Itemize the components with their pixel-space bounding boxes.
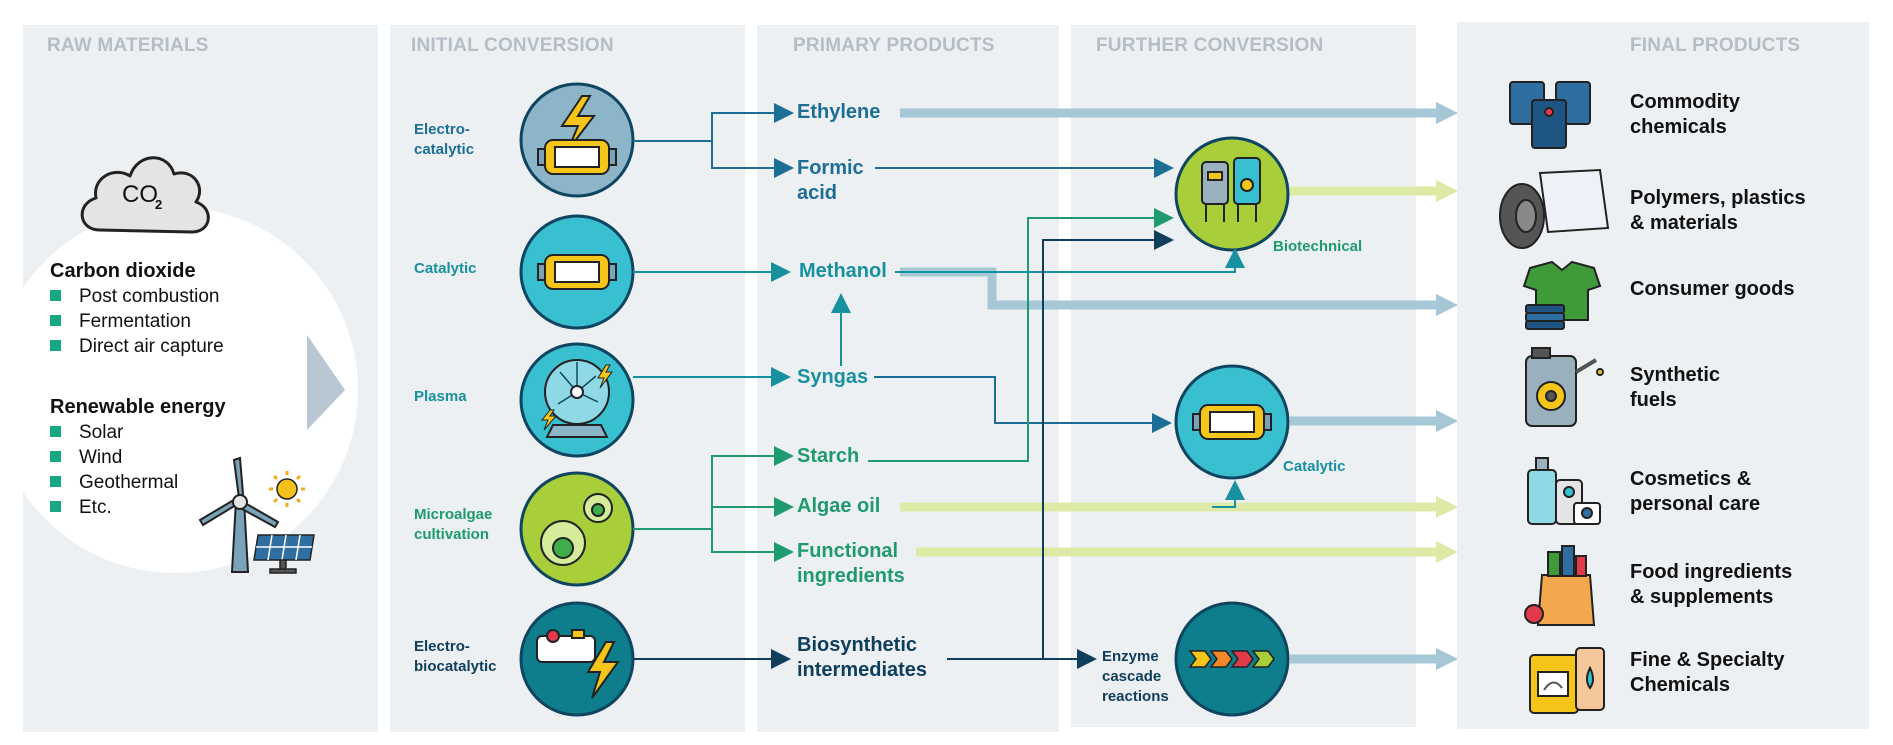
final-consumer-goods: Consumer goods: [1630, 278, 1795, 300]
label-microalgae: Microalgae cultivation: [414, 506, 493, 543]
label-catalytic-further: Catalytic: [1283, 458, 1346, 475]
co2-subscript: 2: [155, 197, 162, 212]
heading-initial-conversion: INITIAL CONVERSION: [411, 35, 614, 56]
process-arrows: [633, 103, 1245, 669]
co2-cloud-icon: CO 2: [80, 156, 210, 234]
product-methanol: Methanol: [799, 260, 887, 282]
reactor-further-icon: [1192, 404, 1272, 440]
grocery-bag-icon: [1524, 545, 1596, 626]
product-biosynthetic-intermediates: Biosynthetic intermediates: [797, 634, 928, 681]
bioreactor-lightning-icon: [536, 629, 620, 699]
microalgae-cells-icon: [540, 493, 613, 566]
enzyme-cascade-icon: [1188, 650, 1275, 668]
list-item: Fermentation: [50, 309, 224, 334]
bullet-square-icon: [50, 315, 61, 326]
barrels-icon: [1509, 81, 1591, 149]
label-catalytic: Catalytic: [414, 260, 477, 277]
label-enzyme-cascade: Enzyme cascade reactions: [1102, 648, 1169, 705]
renewable-energy-title: Renewable energy: [50, 396, 226, 418]
bioreactor-equipment-icon: [1201, 157, 1261, 222]
column-primary-products: [757, 25, 1059, 732]
product-arrows: [900, 102, 1458, 670]
reactor-icon: [537, 254, 617, 290]
input-arrow-icon: [307, 335, 345, 430]
plasma-ball-icon: [540, 359, 613, 438]
heading-raw-materials: RAW MATERIALS: [47, 35, 209, 56]
raw-materials-bubble: [0, 207, 358, 573]
label-electrobiocatalytic: Electro- biocatalytic: [414, 638, 497, 675]
list-item: Direct air capture: [50, 334, 224, 359]
list-item: Wind: [50, 445, 226, 470]
final-commodity-chemicals: Commodity chemicals: [1630, 91, 1740, 138]
product-ethylene: Ethylene: [797, 101, 881, 123]
bullet-square-icon: [50, 451, 61, 462]
list-item: Post combustion: [50, 284, 224, 309]
label-electrocatalytic: Electro- catalytic: [414, 121, 475, 158]
label-plasma: Plasma: [414, 388, 467, 405]
cosmetics-bottles-icon: [1527, 457, 1601, 525]
battery-lightning-icon: [537, 95, 617, 175]
co2-symbol: CO: [122, 181, 158, 208]
heading-final-products: FINAL PRODUCTS: [1630, 35, 1801, 56]
solar-panel-icon: [253, 534, 315, 574]
clothing-icon: [1522, 260, 1602, 330]
sun-icon: [269, 471, 305, 507]
carbon-dioxide-block: Carbon dioxide Post combustion Fermentat…: [50, 258, 224, 359]
carbon-dioxide-title: Carbon dioxide: [50, 260, 196, 282]
fuel-canister-icon: [1525, 347, 1604, 427]
final-food-ingredients: Food ingredients & supplements: [1630, 561, 1793, 608]
final-synthetic-fuels: Synthetic fuels: [1630, 364, 1721, 411]
bullet-square-icon: [50, 290, 61, 301]
bullet-square-icon: [50, 340, 61, 351]
bullet-square-icon: [50, 426, 61, 437]
product-starch: Starch: [797, 445, 860, 467]
list-item: Solar: [50, 420, 226, 445]
bullet-square-icon: [50, 476, 61, 487]
list-item: Geothermal: [50, 470, 226, 495]
list-item: Etc.: [50, 495, 226, 520]
product-formic-acid: Formic acid: [797, 157, 864, 204]
wind-turbine-icon: [198, 456, 280, 573]
heading-primary-products: PRIMARY PRODUCTS: [793, 35, 995, 56]
final-polymers-plastics: Polymers, plastics & materials: [1630, 187, 1806, 234]
product-algae-oil: Algae oil: [797, 495, 881, 517]
product-functional-ingredients: Functional ingredients: [797, 540, 905, 587]
tire-and-film-icon: [1499, 168, 1610, 249]
bullet-square-icon: [50, 501, 61, 512]
label-biotechnical: Biotechnical: [1273, 238, 1363, 255]
final-fine-specialty-chemicals: Fine & Specialty Chemicals: [1630, 649, 1785, 696]
renewable-energy-block: Renewable energy Solar Wind Geothermal E…: [50, 394, 226, 520]
chemical-canisters-icon: [1529, 647, 1605, 714]
heading-further-conversion: FURTHER CONVERSION: [1096, 35, 1324, 56]
final-cosmetics: Cosmetics & personal care: [1630, 468, 1761, 515]
product-syngas: Syngas: [797, 366, 869, 388]
